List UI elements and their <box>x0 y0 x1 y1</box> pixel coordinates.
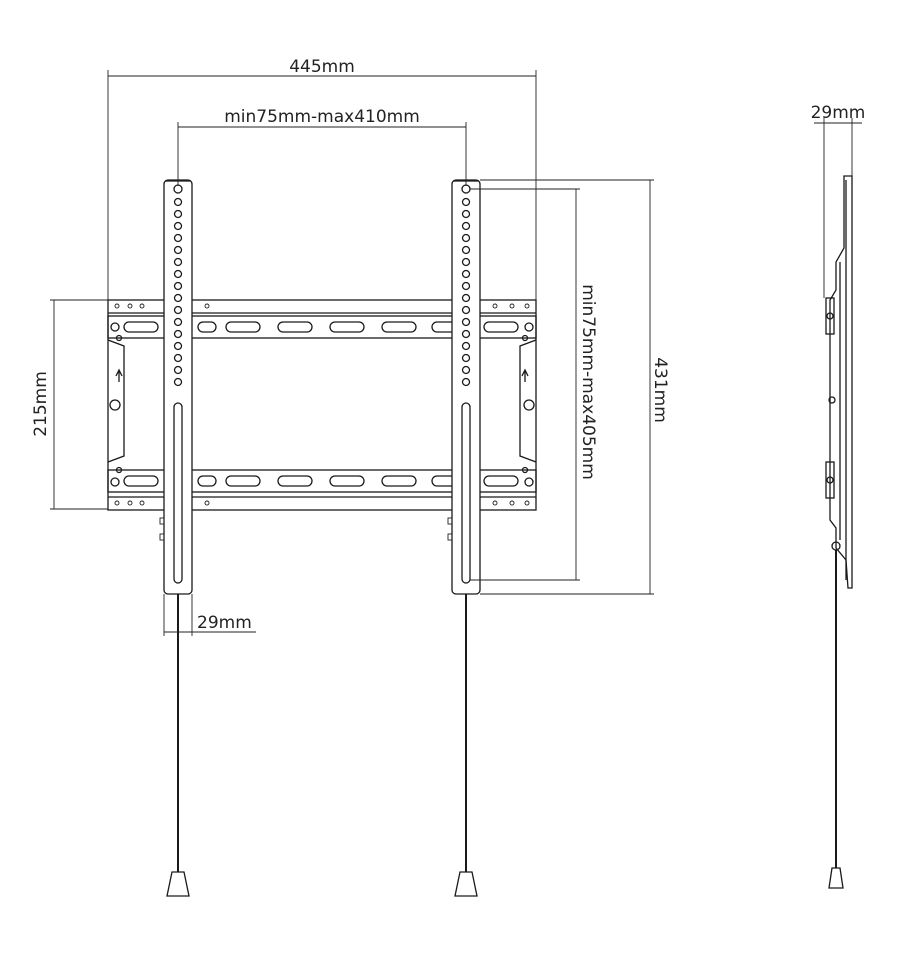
overall-width-label: 445mm <box>289 57 355 77</box>
right-pull-cord <box>454 594 478 897</box>
up-arrow-icon <box>115 368 529 382</box>
side-view <box>814 118 862 889</box>
flange-holes <box>114 303 530 506</box>
wall-plate-height-label: 215mm <box>31 371 51 437</box>
dimension-arm-height <box>480 179 654 595</box>
arm-width-label: 29mm <box>197 613 252 633</box>
vesa-horizontal-label: min75mm-max410mm <box>224 107 420 127</box>
right-vertical-arm <box>447 179 481 595</box>
right-arm-holes <box>461 184 471 387</box>
arm-height-label: 431mm <box>650 357 670 423</box>
profile-depth-label: 29mm <box>811 103 866 123</box>
dimension-overall-width <box>107 70 537 300</box>
screw-icons <box>109 322 535 487</box>
dimension-vesa-vertical <box>470 188 580 581</box>
dimension-wall-plate-height <box>50 299 108 510</box>
left-vertical-arm <box>159 179 193 595</box>
left-pull-cord <box>166 594 190 897</box>
dimension-profile-depth <box>814 118 862 298</box>
front-view <box>50 70 654 897</box>
dimension-vesa-horizontal <box>177 122 467 186</box>
left-arm-holes <box>173 184 183 387</box>
vesa-vertical-label: min75mm-max405mm <box>578 284 598 480</box>
dimension-arm-width <box>163 594 256 636</box>
